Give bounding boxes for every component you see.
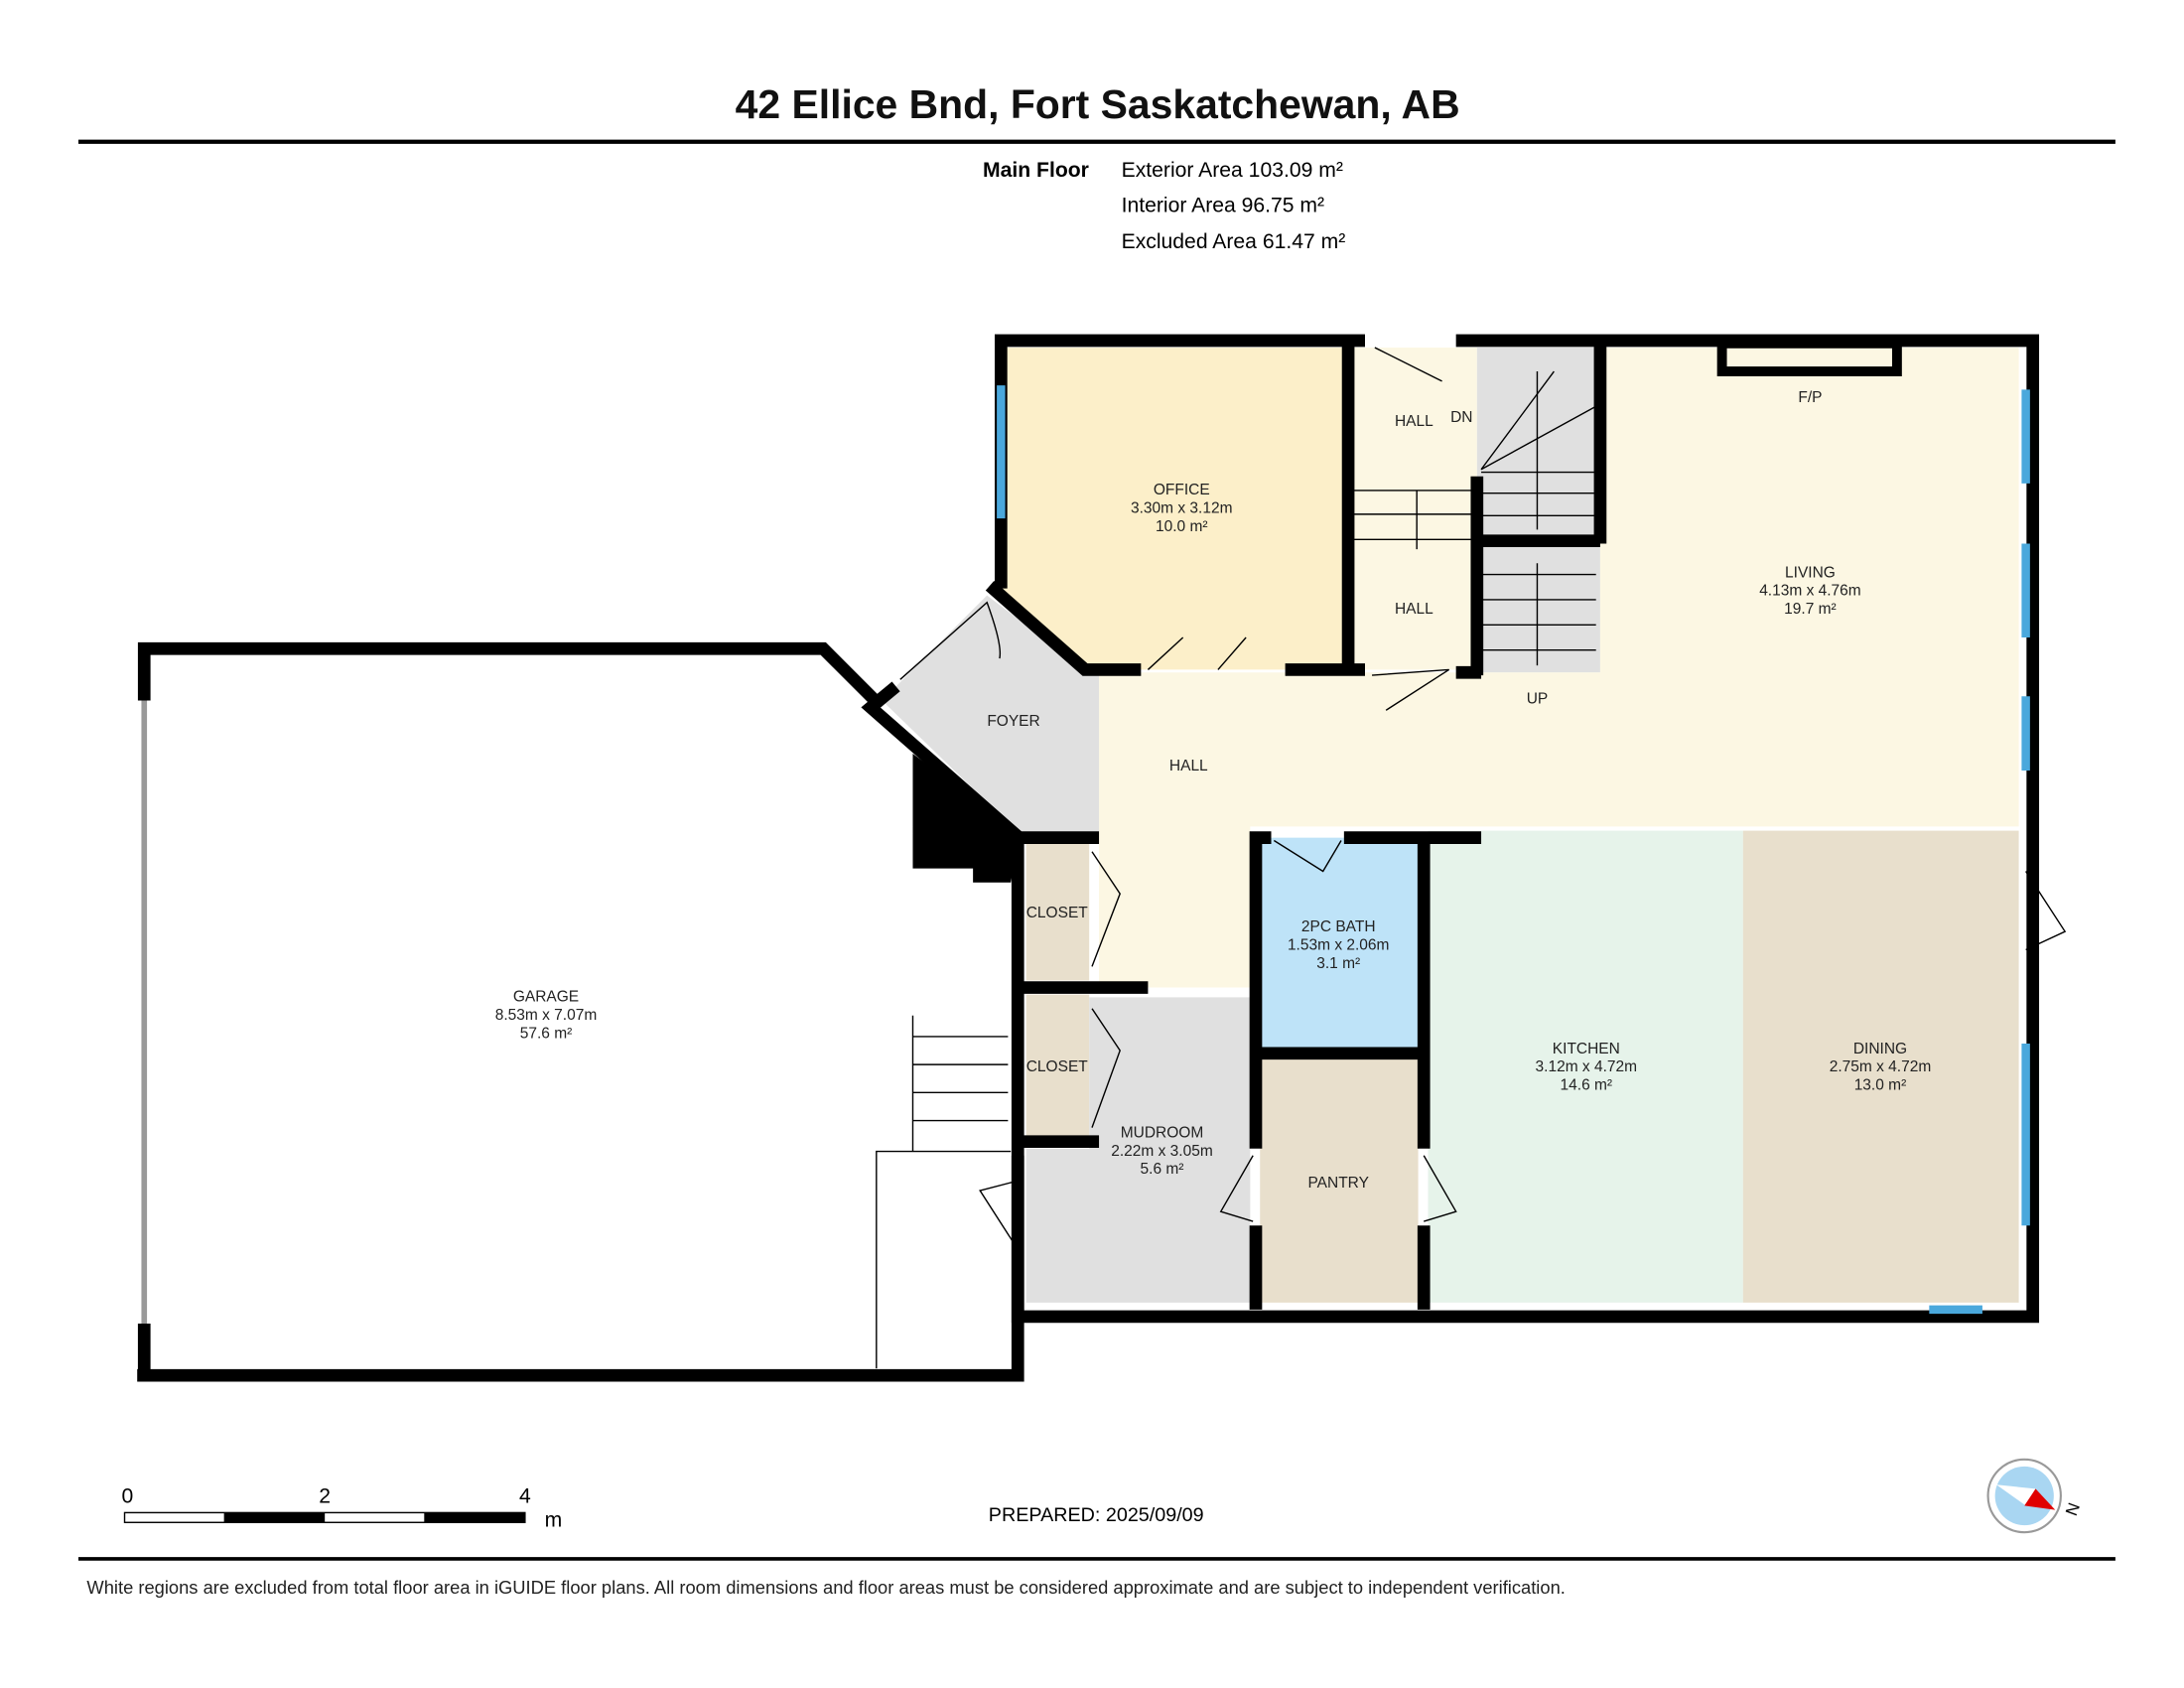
closet1-name: CLOSET bbox=[1026, 905, 1089, 921]
office-dims: 3.30m x 3.12m bbox=[1131, 499, 1233, 516]
dining-dims: 2.75m x 4.72m bbox=[1830, 1058, 1932, 1075]
pantry-floor bbox=[1260, 1057, 1419, 1303]
prepared-date: PREPARED: 2025/09/09 bbox=[989, 1504, 1204, 1526]
dn-label: DN bbox=[1450, 409, 1472, 426]
hall-lower-name: HALL bbox=[1395, 601, 1433, 618]
garage-floor bbox=[144, 648, 1012, 1376]
upper-hall-floor bbox=[1353, 348, 1477, 670]
page-title: 42 Ellice Bnd, Fort Saskatchewan, AB bbox=[736, 81, 1460, 127]
garage-name: GARAGE bbox=[513, 989, 579, 1006]
mudroom-floor bbox=[1025, 997, 1251, 1303]
floor-name: Main Floor bbox=[983, 159, 1089, 182]
scale-tick-0: 0 bbox=[121, 1485, 133, 1508]
bath-dims: 1.53m x 2.06m bbox=[1288, 936, 1390, 953]
foyer-name: FOYER bbox=[987, 713, 1039, 730]
room-labels: OFFICE 3.30m x 3.12m 10.0 m² HALL DN HAL… bbox=[495, 389, 1932, 1192]
scale-tick-2: 2 bbox=[319, 1485, 331, 1508]
closet1-floor bbox=[1025, 837, 1090, 981]
office-area: 10.0 m² bbox=[1156, 518, 1208, 535]
dining-floor bbox=[1742, 830, 2019, 1303]
mudroom-dims: 2.22m x 3.05m bbox=[1111, 1143, 1213, 1160]
up-label: UP bbox=[1527, 690, 1549, 707]
kitchen-dims: 3.12m x 4.72m bbox=[1536, 1058, 1638, 1075]
hall-main-name: HALL bbox=[1169, 758, 1208, 774]
office-name: OFFICE bbox=[1154, 482, 1210, 498]
compass-white-needle bbox=[1996, 1484, 2036, 1506]
disclaimer: White regions are excluded from total fl… bbox=[86, 1577, 1565, 1598]
living-hall-floor bbox=[1099, 348, 2019, 988]
living-dims: 4.13m x 4.76m bbox=[1759, 583, 1861, 600]
kitchen-name: KITCHEN bbox=[1553, 1041, 1620, 1057]
hall-upper-name: HALL bbox=[1395, 413, 1433, 430]
dining-name: DINING bbox=[1853, 1041, 1907, 1057]
dining-area: 13.0 m² bbox=[1854, 1077, 1907, 1094]
interior-area: Interior Area 96.75 m² bbox=[1122, 194, 1324, 216]
living-name: LIVING bbox=[1785, 564, 1836, 581]
scale-tick-4: 4 bbox=[519, 1485, 531, 1508]
office-floor bbox=[1001, 348, 1347, 670]
closet2-floor bbox=[1025, 994, 1090, 1138]
mudroom-name: MUDROOM bbox=[1121, 1124, 1204, 1141]
excluded-area: Excluded Area 61.47 m² bbox=[1122, 230, 1346, 253]
walls bbox=[137, 334, 2040, 1382]
scale-bar: 0 2 4 m bbox=[121, 1485, 562, 1532]
foyer-floor bbox=[882, 595, 1100, 834]
stairs bbox=[911, 370, 1597, 1152]
mudroom-area: 5.6 m² bbox=[1141, 1161, 1184, 1178]
foyer-corner bbox=[912, 754, 1020, 883]
compass: N bbox=[1986, 1458, 2084, 1534]
doors bbox=[899, 347, 2067, 1250]
kitchen-area: 14.6 m² bbox=[1561, 1077, 1613, 1094]
bath-name: 2PC BATH bbox=[1301, 918, 1376, 935]
garage-dims: 8.53m x 7.07m bbox=[495, 1007, 598, 1024]
exterior-area: Exterior Area 103.09 m² bbox=[1122, 159, 1343, 182]
kitchen-floor bbox=[1428, 830, 1743, 1303]
garage-area: 57.6 m² bbox=[520, 1025, 573, 1042]
closet2-name: CLOSET bbox=[1026, 1058, 1089, 1075]
stairs-floor bbox=[1476, 348, 1600, 673]
living-area: 19.7 m² bbox=[1784, 601, 1837, 618]
pantry-name: PANTRY bbox=[1307, 1175, 1368, 1192]
room-fills bbox=[144, 348, 2019, 1376]
scale-unit: m bbox=[545, 1509, 563, 1532]
bath-area: 3.1 m² bbox=[1316, 955, 1360, 972]
bath-floor bbox=[1260, 837, 1419, 1049]
compass-north-label: N bbox=[2062, 1500, 2084, 1518]
fireplace-label: F/P bbox=[1798, 389, 1822, 406]
